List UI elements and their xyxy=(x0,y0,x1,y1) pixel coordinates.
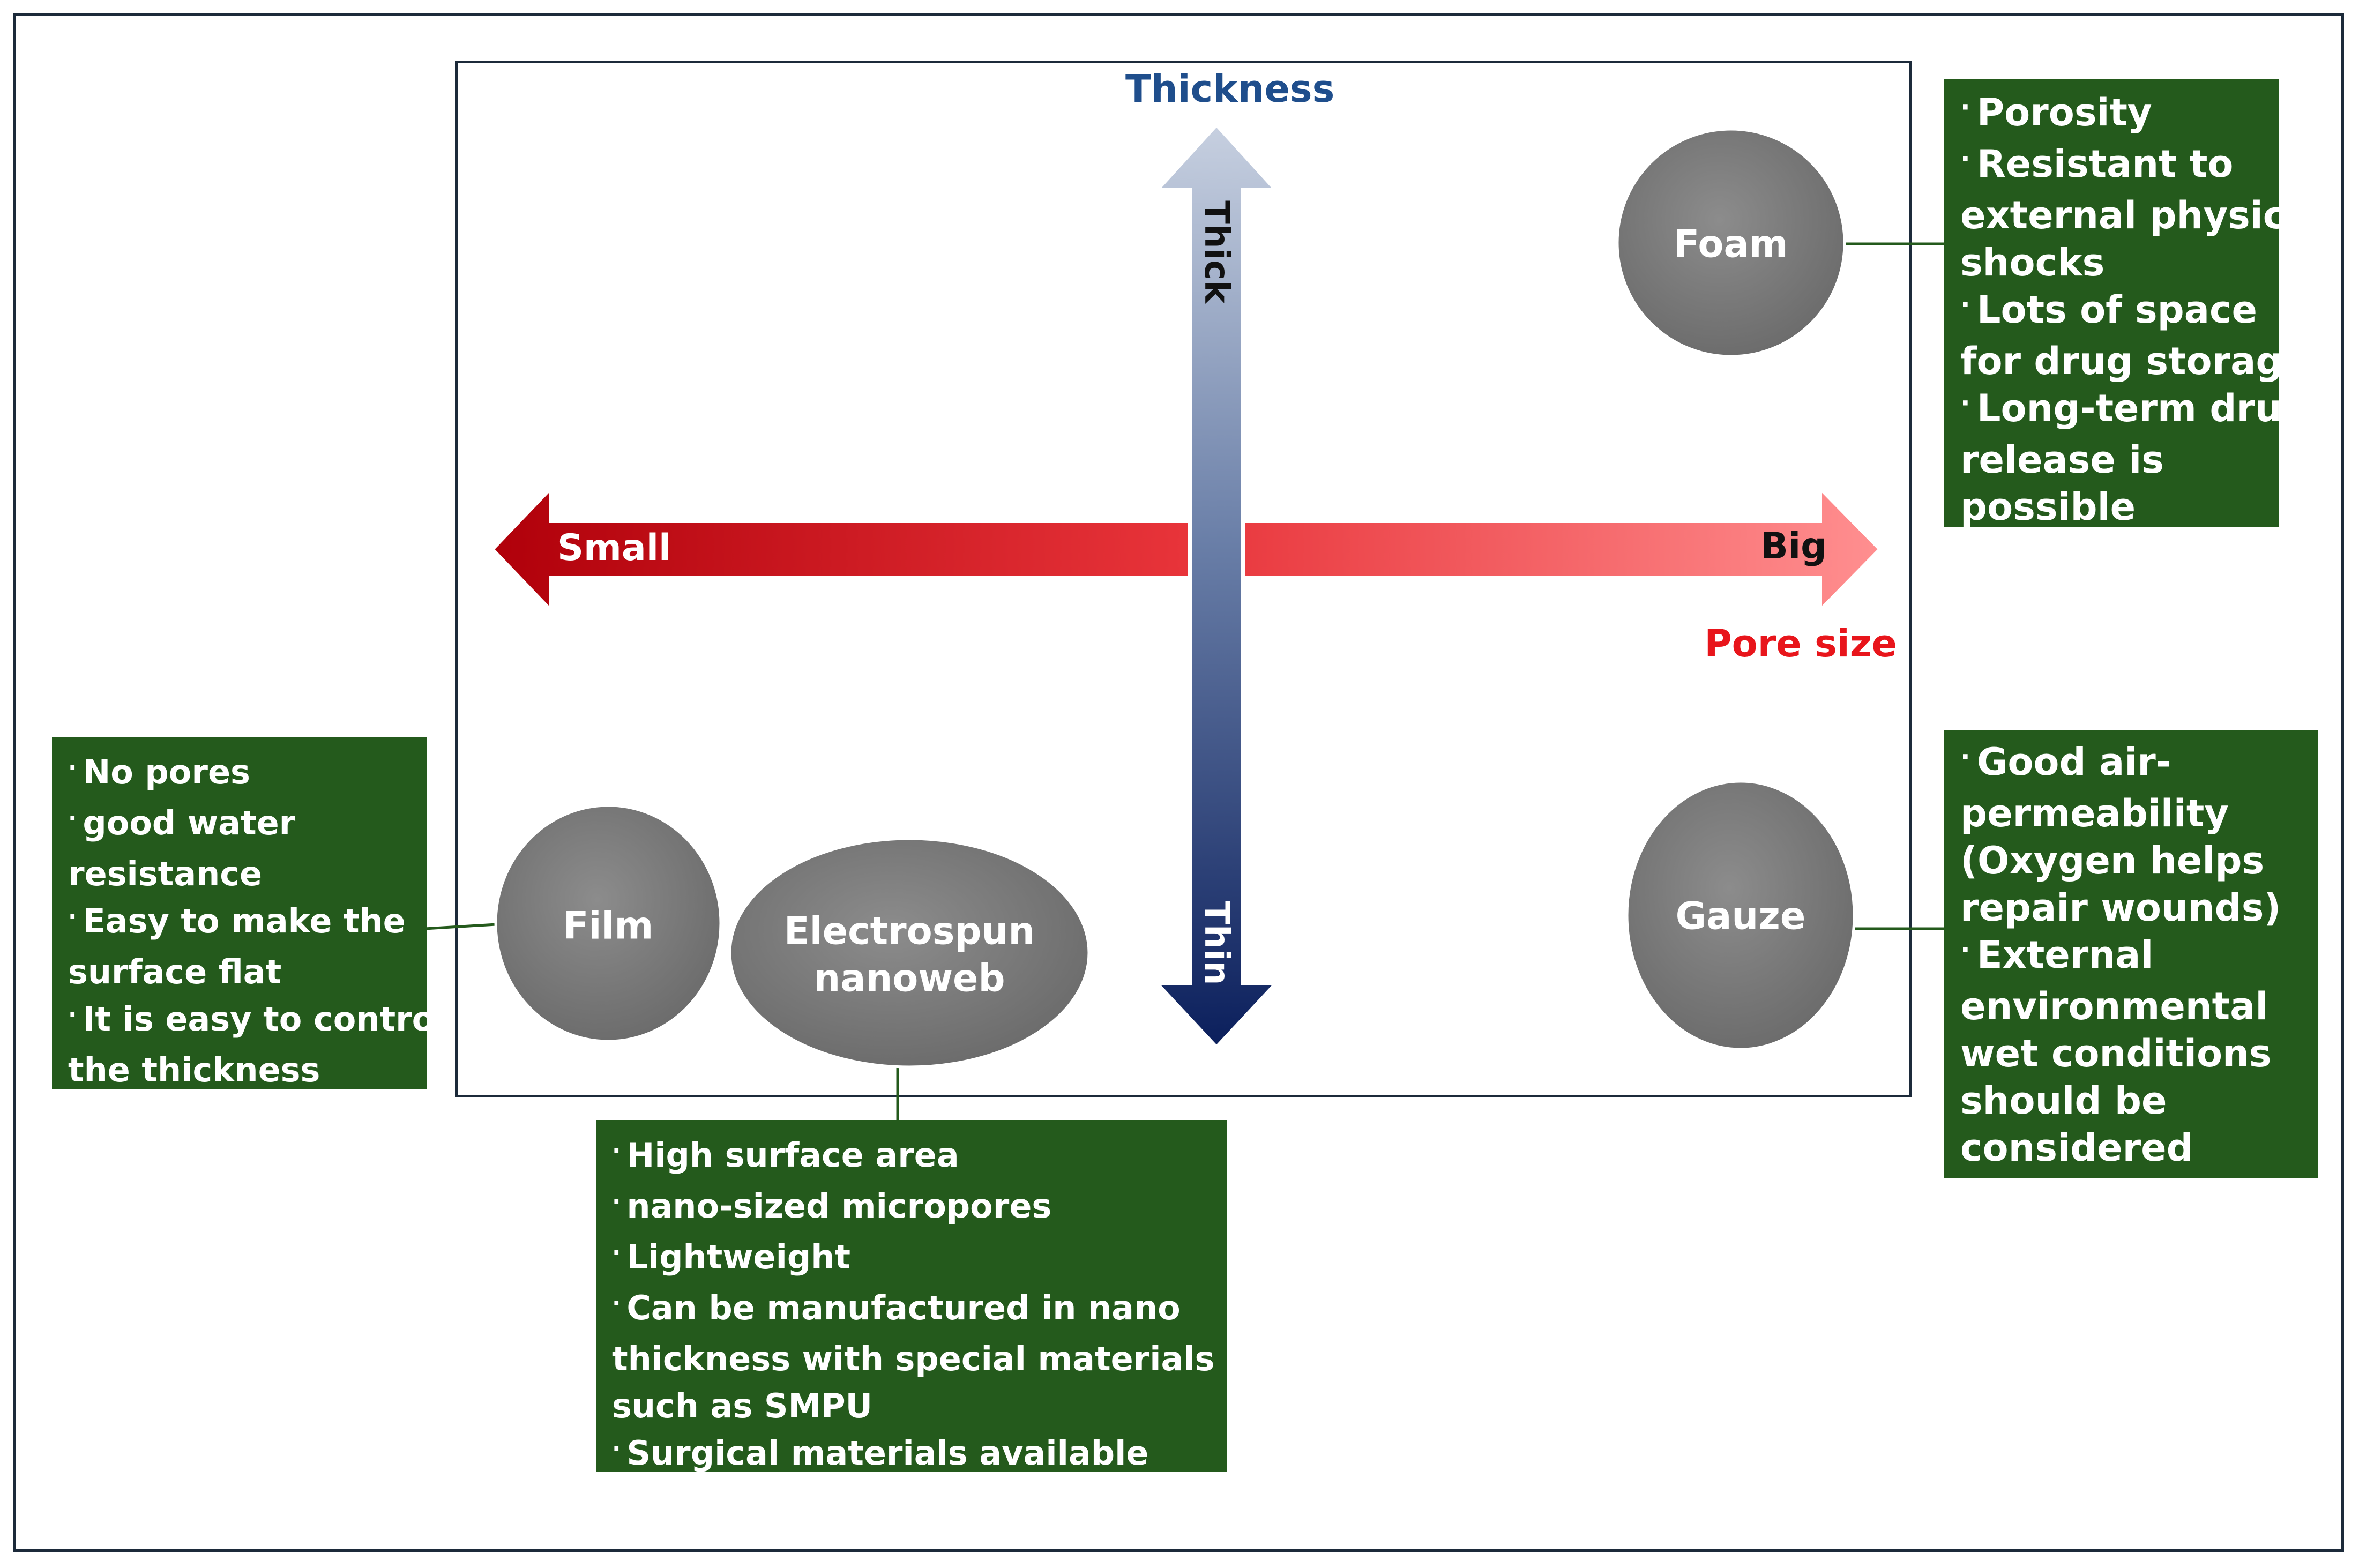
gauze-note-5: ·External xyxy=(1960,933,2154,977)
electrospun-label-line2: nanoweb xyxy=(813,956,1005,1000)
electrospun-notes-box: ·High surface area ·nano-sized micropore… xyxy=(596,1120,1227,1472)
foam-note-8: release is xyxy=(1960,438,2164,482)
film-notes-box: ·No pores ·good water resistance ·Easy t… xyxy=(52,737,427,1089)
gauze-ellipse xyxy=(1625,780,1856,1051)
gauze-note-2: permeability xyxy=(1960,792,2229,835)
film-connector-line xyxy=(424,923,497,930)
electrospun-note-3: ·Lightweight xyxy=(612,1237,850,1276)
foam-notes-box: ·Porosity ·Resistant to external physica… xyxy=(1944,79,2279,527)
electrospun-note-6: such as SMPU xyxy=(612,1386,872,1425)
gauze-notes-box: ·Good air- permeability (Oxygen helps re… xyxy=(1944,730,2318,1178)
electrospun-label-line1: Electrospun xyxy=(783,909,1035,953)
pore-size-axis-title: Pore size xyxy=(1704,622,1897,666)
foam-ellipse xyxy=(1616,128,1846,358)
film-ellipse xyxy=(494,804,722,1043)
film-note-2: ·good water xyxy=(68,803,296,842)
foam-note-6: for drug storage xyxy=(1960,339,2279,383)
foam-note-3: external physical xyxy=(1960,193,2279,237)
electrospun-note-5: thickness with special materials xyxy=(612,1339,1215,1378)
film-note-7: the thickness xyxy=(68,1050,320,1089)
film-label: Film xyxy=(563,904,654,948)
gauze-label: Gauze xyxy=(1675,894,1806,938)
foam-label: Foam xyxy=(1674,222,1788,266)
gauze-note-4: repair wounds) xyxy=(1960,886,2281,930)
film-note-4: ·Easy to make the xyxy=(68,901,406,940)
big-label: Big xyxy=(1760,525,1827,568)
small-label: Small xyxy=(557,527,671,569)
film-note-3: resistance xyxy=(68,854,263,893)
foam-note-1: ·Porosity xyxy=(1960,91,2152,135)
foam-note-9: possible xyxy=(1960,485,2136,527)
foam-note-4: shocks xyxy=(1960,241,2105,285)
gauze-note-8: should be xyxy=(1960,1079,2167,1123)
thickness-arrow xyxy=(1151,121,1282,1051)
gauze-note-7: wet conditions xyxy=(1960,1032,2272,1076)
gauze-note-1: ·Good air- xyxy=(1960,740,2171,784)
electrospun-note-1: ·High surface area xyxy=(612,1136,959,1175)
electrospun-label: Electrospun nanoweb xyxy=(784,908,1035,1002)
gauze-note-3: (Oxygen helps xyxy=(1960,839,2265,883)
gauze-note-6: environmental xyxy=(1960,984,2268,1028)
thick-label: Thick xyxy=(1197,200,1236,303)
foam-note-5: ·Lots of space xyxy=(1960,288,2257,332)
film-note-5: surface flat xyxy=(68,952,282,991)
electrospun-ellipse xyxy=(728,837,1091,1069)
electrospun-note-2: ·nano-sized micropores xyxy=(612,1186,1052,1226)
electrospun-note-4: ·Can be manufactured in nano xyxy=(612,1288,1181,1327)
electrospun-note-7: ·Surgical materials available xyxy=(612,1433,1149,1472)
film-note-1: ·No pores xyxy=(68,752,250,792)
quadrant-frame xyxy=(455,61,1912,1097)
thin-label: Thin xyxy=(1197,901,1236,985)
thickness-axis-title: Thickness xyxy=(1125,67,1335,111)
outer-frame xyxy=(13,13,2344,1552)
film-note-6: ·It is easy to control xyxy=(68,999,427,1039)
foam-note-7: ·Long-term drug xyxy=(1960,386,2279,430)
pore-size-arrow xyxy=(489,482,1884,616)
foam-note-2: ·Resistant to xyxy=(1960,142,2234,186)
gauze-note-9: considered xyxy=(1960,1126,2193,1170)
